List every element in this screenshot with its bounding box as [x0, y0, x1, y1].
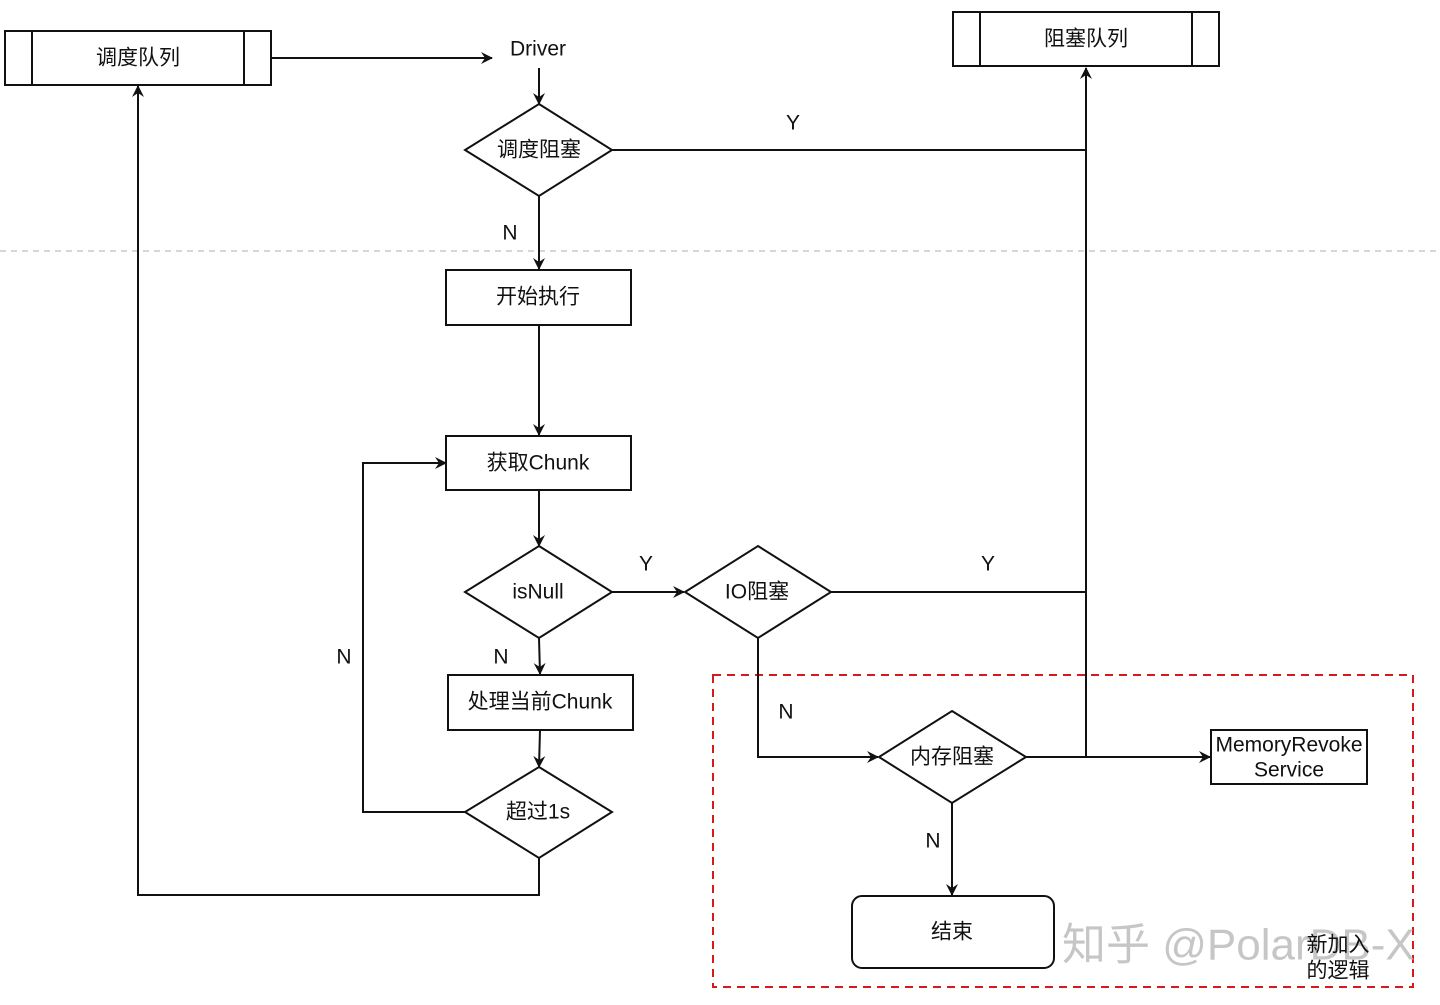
node-memory-revoke-service: MemoryRevoke Service — [1210, 729, 1368, 785]
node-driver: Driver — [510, 38, 566, 61]
node-over-1s: 超过1s — [463, 765, 614, 860]
label-mem-block-no: N — [925, 830, 940, 853]
label-isnull-no: N — [493, 646, 508, 669]
node-label: 获取Chunk — [487, 452, 590, 475]
node-label: IO阻塞 — [725, 581, 789, 604]
edge-process-to-over1s — [533, 729, 546, 768]
watermark: 知乎 @PolarDB-X — [1062, 921, 1415, 970]
node-start-exec: 开始执行 — [445, 269, 632, 326]
node-end: 结束 — [851, 895, 1055, 969]
node-label-line2: Service — [1254, 759, 1324, 782]
label-schedule-block-no: N — [502, 222, 517, 245]
node-label: 内存阻塞 — [910, 746, 994, 769]
label-schedule-block-yes: Y — [786, 112, 800, 135]
node-label: 结束 — [931, 921, 973, 944]
node-label: 开始执行 — [496, 286, 580, 309]
node-label: isNull — [512, 581, 563, 604]
node-label: 调度阻塞 — [497, 139, 581, 162]
edge-io-block-no — [757, 638, 879, 763]
edge-over1s-no — [362, 457, 465, 813]
region-label-line1: 新加入 — [1307, 934, 1370, 957]
node-is-null: isNull — [463, 544, 614, 640]
node-get-chunk: 获取Chunk — [445, 435, 632, 491]
node-label-line1: MemoryRevoke — [1215, 734, 1362, 757]
label-isnull-yes: Y — [639, 553, 653, 576]
node-label: 阻塞队列 — [1044, 28, 1128, 51]
node-schedule-queue: 调度队列 — [4, 30, 272, 86]
label-io-block-no: N — [778, 701, 793, 724]
node-schedule-block: 调度阻塞 — [463, 102, 614, 198]
node-memory-block: 内存阻塞 — [877, 709, 1028, 805]
edge-isnull-no — [533, 637, 546, 675]
edge-over1s-yes — [132, 85, 540, 896]
label-over1s-no: N — [336, 646, 351, 669]
node-label: 超过1s — [506, 801, 570, 824]
node-label: 调度队列 — [96, 47, 180, 70]
node-label: 处理当前Chunk — [468, 691, 613, 714]
region-label-line2: 的逻辑 — [1307, 960, 1370, 983]
node-io-block: IO阻塞 — [683, 544, 833, 640]
node-process-chunk: 处理当前Chunk — [447, 674, 634, 731]
label-io-block-yes: Y — [981, 553, 995, 576]
node-block-queue: 阻塞队列 — [952, 11, 1220, 67]
new-logic-region — [712, 674, 1414, 988]
